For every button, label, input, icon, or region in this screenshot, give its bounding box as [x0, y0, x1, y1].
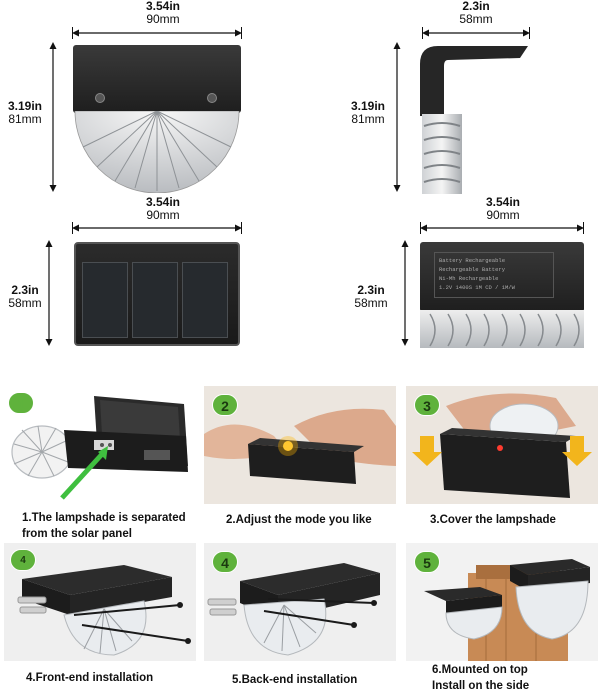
step-1-badge: 1: [8, 392, 34, 414]
down-arrow-left-icon: [412, 436, 442, 466]
front-height-mm: 81mm: [8, 112, 42, 126]
top-depth-mm: 58mm: [8, 296, 42, 310]
battery-label: Battery Rechargeable Rechargeable Batter…: [434, 252, 554, 298]
step-2-caption: 2.Adjust the mode you like: [226, 514, 372, 526]
side-view-product: [420, 46, 528, 194]
step-2-badge: 2: [212, 394, 238, 416]
side-width-in: 2.3in: [462, 0, 490, 13]
top-depth-label: 2.3in 58mm: [2, 284, 48, 310]
solar-cell-2: [132, 262, 178, 338]
front-lampshade: [74, 111, 240, 193]
back-width-label: 3.54in 90mm: [458, 196, 548, 222]
step-4-illustration: [17, 565, 191, 656]
back-height-mm: 58mm: [354, 296, 388, 310]
solar-cell-3: [182, 262, 228, 338]
top-width-mm: 90mm: [146, 208, 180, 222]
screw-right-icon: [207, 93, 217, 103]
side-height-mm: 81mm: [351, 112, 385, 126]
step-6-photo: 5: [406, 543, 598, 661]
back-housing: [420, 242, 584, 312]
step-6-caption-line-2: Install on the side: [432, 680, 530, 692]
screw-left-icon: [95, 93, 105, 103]
down-arrow-right-icon: [562, 436, 592, 466]
step-4-caption: 4.Front-end installation: [26, 672, 154, 684]
back-width-in: 3.54in: [485, 195, 521, 209]
step-1-caption-line-1: 1.The lampshade is separated: [22, 512, 186, 524]
battery-label-line-4: 1.2V 1400S 1M CD / 1M/W: [439, 284, 515, 291]
step-4-photo: 4: [4, 543, 196, 661]
step-4-badge: 4: [10, 549, 36, 571]
side-height-label: 3.19in 81mm: [342, 100, 394, 126]
side-width-arrow: [422, 27, 530, 39]
solar-cell-1: [82, 262, 128, 338]
top-width-arrow: [72, 222, 242, 234]
top-depth-arrow: [45, 240, 53, 346]
front-view-product: [73, 45, 241, 193]
step-3-photo: 3: [406, 386, 598, 504]
top-depth-in: 2.3in: [11, 283, 39, 297]
step-5-caption: 5.Back-end installation: [232, 674, 358, 686]
battery-label-line-2: Rechargeable Battery: [439, 266, 506, 273]
step-2-illustration: [204, 408, 396, 484]
step-5-badge: 4: [212, 551, 238, 573]
step-3-badge: 3: [414, 394, 440, 416]
front-width-label: 3.54in 90mm: [118, 0, 208, 26]
back-lampshade: [420, 310, 584, 348]
front-width-in: 3.54in: [145, 0, 181, 13]
front-width-mm: 90mm: [146, 12, 180, 26]
side-width-label: 2.3in 58mm: [436, 0, 516, 26]
front-width-arrow: [72, 27, 242, 39]
front-height-in: 3.19in: [7, 99, 43, 113]
back-width-mm: 90mm: [486, 208, 520, 222]
battery-label-line-3: Ni-Mh Rechargeable: [439, 275, 499, 282]
step-5-photo: 4: [204, 543, 396, 661]
side-height-arrow: [393, 42, 401, 192]
back-height-arrow: [401, 240, 409, 346]
back-height-in: 2.3in: [357, 283, 385, 297]
step-6-caption: 6.Mounted on top Install on the side: [432, 662, 598, 694]
step-6-badge: 5: [414, 551, 440, 573]
step-2-photo: 2: [204, 386, 396, 504]
top-width-label: 3.54in 90mm: [118, 196, 208, 222]
step-1-photo: 1: [4, 386, 196, 504]
step-3-caption: 3.Cover the lampshade: [430, 514, 556, 526]
side-height-in: 3.19in: [350, 99, 386, 113]
step-1-illustration: [11, 396, 188, 500]
step-5-illustration: [207, 563, 380, 656]
side-width-mm: 58mm: [459, 12, 493, 26]
back-width-arrow: [420, 222, 584, 234]
step-1-caption: 1.The lampshade is separated from the so…: [22, 510, 202, 542]
step-6-caption-line-1: 6.Mounted on top: [432, 664, 528, 676]
front-height-arrow: [49, 42, 57, 192]
step-3-illustration: [412, 393, 592, 498]
step-6-illustration: [424, 559, 590, 661]
solar-panel-top-view: [74, 242, 240, 346]
battery-label-line-1: Battery Rechargeable: [439, 257, 506, 264]
back-height-label: 2.3in 58mm: [348, 284, 394, 310]
back-view-product: Battery Rechargeable Rechargeable Batter…: [420, 242, 584, 348]
step-1-caption-line-2: from the solar panel: [22, 528, 132, 540]
top-width-in: 3.54in: [145, 195, 181, 209]
front-height-label: 3.19in 81mm: [0, 100, 50, 126]
